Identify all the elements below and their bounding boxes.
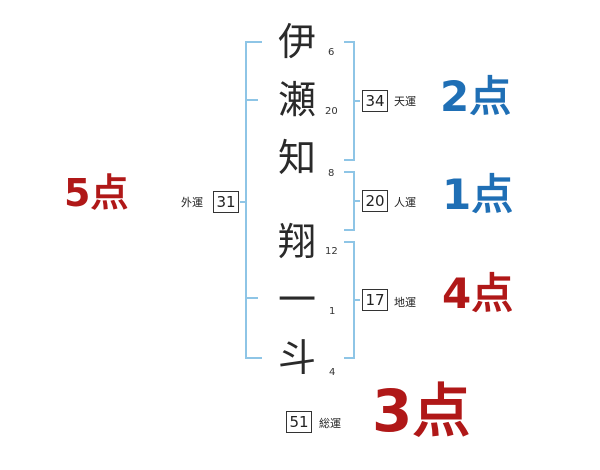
jinun-score: 1点 — [442, 170, 514, 219]
name-char-1: 伊 — [277, 20, 316, 64]
gaiun-value-box: 31 — [213, 191, 239, 213]
jinun-label: 人運 — [394, 196, 416, 209]
stroke-count-5: 1 — [329, 306, 336, 317]
souun-label: 総運 — [319, 417, 341, 430]
gaiun-bracket — [245, 41, 262, 359]
souun-value-box: 51 — [286, 411, 312, 433]
souun-score: 3点 — [372, 377, 471, 445]
jinun-bracket — [344, 171, 355, 231]
stroke-count-1: 6 — [328, 47, 335, 58]
name-char-4: 翔 — [277, 220, 316, 264]
jinun-value-box: 20 — [362, 190, 388, 212]
tenun-score: 2点 — [440, 72, 512, 121]
stroke-count-4: 12 — [325, 246, 338, 257]
name-char-6: 斗 — [277, 336, 316, 380]
chiun-score: 4点 — [442, 269, 514, 318]
tenun-label: 天運 — [394, 95, 416, 108]
stroke-count-3: 8 — [328, 168, 335, 179]
stroke-count-6: 4 — [329, 367, 336, 378]
name-char-5: 一 — [277, 278, 316, 322]
tenun-value-box: 34 — [362, 90, 388, 112]
name-char-3: 知 — [277, 136, 316, 180]
stroke-count-2: 20 — [325, 106, 338, 117]
chiun-label: 地運 — [394, 296, 416, 309]
tenun-bracket — [344, 41, 355, 161]
gaiun-score: 5点 — [64, 171, 129, 215]
name-char-2: 瀬 — [277, 78, 316, 122]
gaiun-label: 外運 — [181, 196, 203, 209]
chiun-value-box: 17 — [362, 289, 388, 311]
chiun-bracket — [344, 241, 355, 359]
